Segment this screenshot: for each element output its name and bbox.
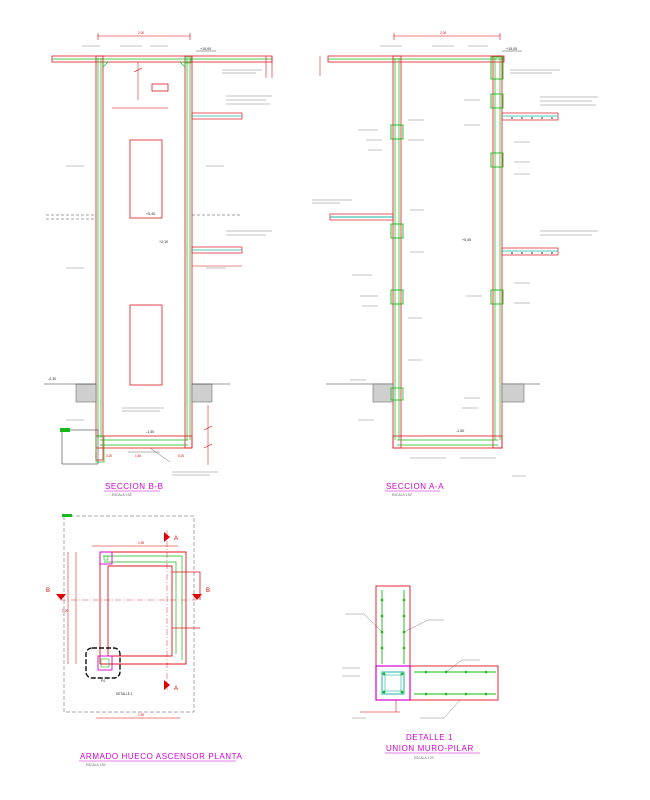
level-mid-bb: +5,40 (146, 212, 155, 216)
section-bb-view: 2,00 (44, 31, 273, 497)
pillar-top-plan (99, 551, 113, 565)
leader-notes-detail (342, 613, 480, 719)
pit-block-bb (61, 429, 99, 465)
plan-view: 1,90 P4 DETALLE 1 A A B B 2,00 1,9 (46, 514, 243, 767)
door-opening-upper-bb (129, 139, 163, 219)
slab-2-aa (501, 247, 559, 256)
plan-grid-dashed (63, 515, 195, 713)
dim-b1-bb: 0,20 (106, 454, 112, 458)
slab-1-aa (501, 112, 559, 121)
ground-right-bb (191, 383, 213, 403)
ground-right-aa (501, 383, 525, 403)
pillar-stirrup-detail (381, 671, 405, 695)
dim-top-bb: 2,00 (138, 31, 144, 35)
dim-side-plan: 2,00 (62, 609, 68, 613)
level-bottom-aa: -1,50 (456, 429, 464, 433)
left-wall-bb (95, 55, 104, 461)
ground-left-bb (75, 383, 97, 403)
dim-top-aa: 2,00 (440, 31, 446, 35)
cut-b-right-label: B (206, 588, 210, 594)
cut-a-top-marker (164, 532, 170, 542)
scale-section-bb: ESCALA 1:50 (112, 493, 132, 497)
pillar-tag-plan: P4 (101, 679, 105, 683)
pillar-detail (375, 665, 411, 701)
right-wall-bb (184, 55, 193, 449)
title-detail-line2: UNION MURO-PILAR (386, 744, 474, 753)
section-aa-view: 2,00 (312, 31, 598, 497)
dim-b3-bb: 0,20 (178, 454, 184, 458)
wall-horizontal-detail (409, 665, 499, 701)
wall-vertical-detail (375, 585, 411, 667)
level-bottom-bb: -1,50 (146, 430, 154, 434)
leader-notes-bb (66, 45, 272, 476)
level-mid-aa: +5,40 (462, 238, 471, 242)
title-detail-line1: DETALLE 1 (406, 733, 453, 742)
level-top-aa: +15,00 (506, 47, 517, 51)
pillar-p4-plan (97, 655, 113, 671)
title-plan: ARMADO HUECO ASCENSOR PLANTA (80, 752, 243, 761)
left-wall-aa (392, 55, 402, 449)
title-section-aa: SECCION A-A (386, 482, 444, 491)
leader-notes-aa (312, 45, 598, 477)
pit-slab-aa (392, 435, 503, 449)
level-ground-bb: -0,30 (48, 377, 56, 381)
ground-left-aa (372, 383, 394, 403)
title-section-bb: SECCION B-B (105, 482, 164, 491)
level-right-bb: +2,10 (159, 240, 168, 244)
cut-b-left-marker (56, 594, 66, 600)
detail-callout-plan (85, 647, 121, 679)
cut-b-left-label: B (46, 588, 50, 594)
cut-a-top-label: A (174, 536, 178, 542)
level-top-bb: +15,00 (200, 47, 211, 51)
scale-section-aa: ESCALA 1:50 (392, 493, 412, 497)
dim-top-plan: 1,90 (138, 541, 144, 545)
cut-a-bottom-label: A (174, 686, 178, 692)
dim-b2-bb: 1,60 (135, 454, 141, 458)
door-opening-lower-bb (129, 304, 163, 386)
pit-slab-bb (95, 435, 193, 449)
detail-1-view: DETALLE 1 UNION MURO-PILAR ESCALA 1:20 (342, 585, 499, 760)
cut-b-right-marker (192, 594, 202, 600)
scale-detail: ESCALA 1:20 (414, 756, 434, 760)
vent-opening-bb (151, 83, 169, 92)
dim-bottom-plan: 1,90 (138, 713, 144, 717)
right-wall-aa (492, 55, 503, 449)
scale-plan: ESCALA 1:50 (86, 763, 106, 767)
detail-tag-plan: DETALLE 1 (116, 692, 133, 696)
